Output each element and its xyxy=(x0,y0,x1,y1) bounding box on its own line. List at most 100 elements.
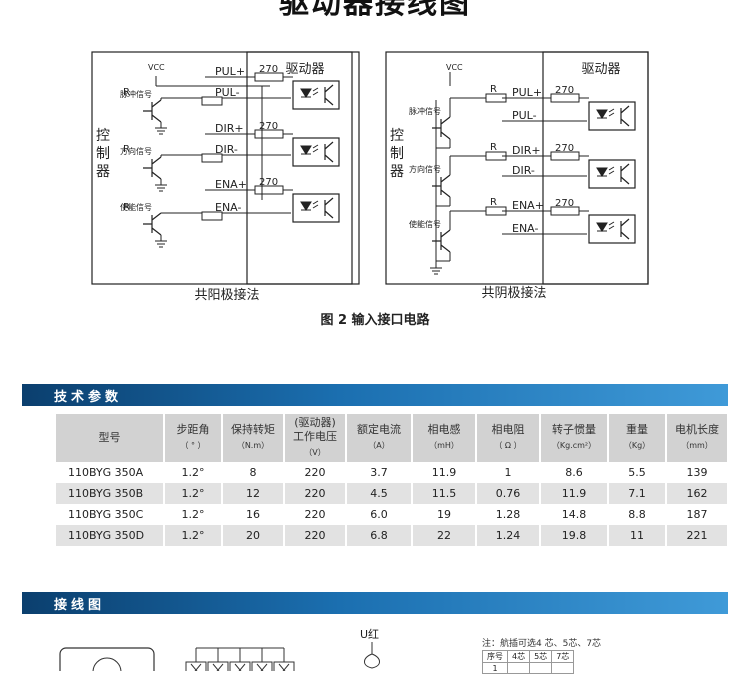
header-unit: （mm） xyxy=(681,441,713,450)
pin-label-0: PUL+ xyxy=(512,86,542,99)
pin-label-4: ENA+ xyxy=(215,178,247,191)
spec-header-2: 保持转矩（N.m） xyxy=(222,414,285,462)
wiring-diagram-preview: U红 注：航插可选4 芯、5芯、7芯 xyxy=(59,628,601,671)
series-resistor-r xyxy=(201,211,223,221)
table-cell: 162 xyxy=(666,483,729,504)
header-label: 重量 xyxy=(626,423,648,436)
controller-char-2: 器 xyxy=(96,164,110,180)
led-symbol xyxy=(300,87,319,98)
pin-label-4: ENA+ xyxy=(512,199,544,212)
section-header-tech-params: 技术参数 xyxy=(22,384,728,406)
table-cell: 221 xyxy=(666,525,729,546)
header-label: (驱动器) 工作电压 xyxy=(293,416,337,443)
table-cell: 14.8 xyxy=(540,504,609,525)
controller-char-2: 器 xyxy=(390,164,404,180)
transistor-symbol xyxy=(143,156,162,180)
resistor-270-label: 270 xyxy=(259,121,278,132)
resistor-270 xyxy=(254,72,284,82)
pin-label-5: ENA- xyxy=(512,222,538,235)
driver-label: 驱动器 xyxy=(285,62,324,77)
u-red-label: U红 xyxy=(360,628,379,641)
table-cell: 139 xyxy=(666,462,729,483)
header-label: 转子惯量 xyxy=(552,423,596,436)
table-cell: 1.2° xyxy=(164,483,223,504)
table-cell: 4.5 xyxy=(346,483,413,504)
table-cell: 1 xyxy=(476,462,541,483)
resistor-270 xyxy=(254,185,284,195)
header-unit: （V） xyxy=(304,448,326,457)
table-cell: 220 xyxy=(284,525,347,546)
transistor-symbol xyxy=(432,229,451,253)
pin-header-2: 5芯 xyxy=(529,650,553,663)
header-label: 相电阻 xyxy=(491,423,525,436)
resistor-270-label: 270 xyxy=(555,198,574,209)
table-cell: 8.8 xyxy=(608,504,667,525)
table-cell: 1.28 xyxy=(476,504,541,525)
pin-label-3: DIR- xyxy=(512,164,535,177)
led-symbol xyxy=(596,108,615,119)
spec-header-0: 型号 xyxy=(56,414,165,462)
u-phase-coil-symbol xyxy=(364,642,380,669)
table-cell: 11 xyxy=(608,525,667,546)
resistor-r-label: R xyxy=(123,144,130,155)
header-unit: （A） xyxy=(368,441,390,450)
resistor-270 xyxy=(550,206,580,216)
phototransistor-symbol xyxy=(324,141,334,163)
table-cell: 19.8 xyxy=(540,525,609,546)
resistor-r-label: R xyxy=(490,84,497,95)
transistor-symbol xyxy=(432,116,451,140)
phototransistor-symbol xyxy=(620,163,630,185)
table-cell: 5.5 xyxy=(608,462,667,483)
table-cell: 220 xyxy=(284,483,347,504)
section-title: 接线图 xyxy=(54,598,106,613)
pin-header-3: 7芯 xyxy=(551,650,575,663)
controller-char-0: 控 xyxy=(96,128,110,144)
coil-x-symbol xyxy=(256,663,268,671)
table-cell: 110BYG 350D xyxy=(56,525,165,546)
table-cell: 8 xyxy=(222,462,285,483)
spec-header-1: 步距角 （ ° ） xyxy=(164,414,223,462)
resistor-270-label: 270 xyxy=(555,143,574,154)
table-cell: 11.9 xyxy=(412,462,477,483)
signal-label-0: 脉冲信号 xyxy=(409,106,441,116)
resistor-270 xyxy=(254,129,284,139)
spec-header-6: 相电阻（ Ω ） xyxy=(476,414,541,462)
header-unit: （mH） xyxy=(429,441,459,450)
pin-label-2: DIR+ xyxy=(512,144,541,157)
header-unit: （ ° ） xyxy=(180,441,206,450)
table-cell: 11.5 xyxy=(412,483,477,504)
header-label: 步距角 xyxy=(176,423,210,436)
signal-label-1: 方向信号 xyxy=(120,146,152,156)
pin-number: 1 xyxy=(482,662,508,674)
header-label: 型号 xyxy=(98,431,121,444)
ground-symbol xyxy=(430,262,442,275)
coil-terminal-block xyxy=(185,647,295,671)
resistor-r-label: R xyxy=(123,202,130,213)
header-label: 保持转矩 xyxy=(231,423,275,436)
common-anode-circuit: 驱动器控制器PUL+PUL-270脉冲信号RDIR+DIR-270方向信号REN… xyxy=(91,51,360,285)
common-cathode-caption: 共阴极接法 xyxy=(481,285,546,301)
signal-label-1: 方向信号 xyxy=(409,164,441,174)
signal-label-2: 使能信号 xyxy=(120,202,152,212)
coil-x-symbol xyxy=(190,663,202,671)
spec-header-8: 重量 （Kg） xyxy=(608,414,667,462)
led-symbol xyxy=(300,144,319,155)
page-title: 驱动器接线图 xyxy=(279,0,471,21)
motor-flange-outline xyxy=(59,647,155,671)
spec-header-3: (驱动器) 工作电压 （V） xyxy=(284,414,347,462)
transistor-symbol xyxy=(143,99,162,123)
header-unit: （Kg） xyxy=(623,441,651,450)
pin-header-1: 4芯 xyxy=(506,650,531,663)
resistor-270-label: 270 xyxy=(259,64,278,75)
figure-caption: 图 2 输入接口电路 xyxy=(320,312,430,328)
controller-char-0: 控 xyxy=(390,128,404,144)
led-symbol xyxy=(300,200,319,211)
resistor-270-label: 270 xyxy=(259,177,278,188)
spec-header-5: 相电感（mH） xyxy=(412,414,477,462)
header-label: 额定电流 xyxy=(357,423,401,436)
table-cell: 220 xyxy=(284,462,347,483)
resistor-r-label: R xyxy=(490,197,497,208)
